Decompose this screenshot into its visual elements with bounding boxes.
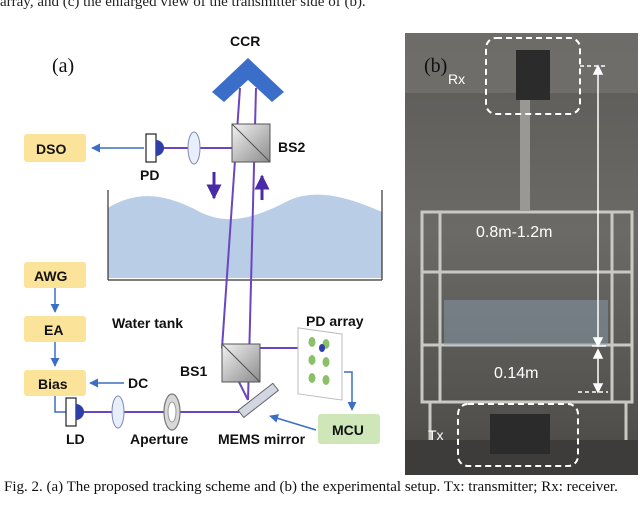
distance-long-label: 0.8m-1.2m xyxy=(476,224,552,241)
pd-array-label: PD array xyxy=(306,313,364,329)
dso-box: DSO xyxy=(24,134,86,162)
pd-array: PD array xyxy=(297,313,364,401)
mems-mirror-label: MEMS mirror xyxy=(218,431,306,447)
aperture: Aperture xyxy=(130,393,189,447)
bs2-splitter: BS2 xyxy=(231,123,305,163)
figure-caption: Fig. 2. (a) The proposed tracking scheme… xyxy=(4,479,618,495)
awg-label: AWG xyxy=(34,268,68,284)
panel-b: Rx Tx 0.8m-1.2m 0.14m (b) xyxy=(405,33,638,475)
water-tank-label: Water tank xyxy=(112,315,183,331)
rx-label: Rx xyxy=(448,71,465,87)
distance-markers xyxy=(578,64,608,394)
bias-box: Bias xyxy=(24,370,86,396)
bias-label: Bias xyxy=(38,376,68,392)
mems-mirror: MEMS mirror xyxy=(218,382,306,447)
pd-label: PD xyxy=(140,167,159,183)
pd-array-cells xyxy=(308,337,330,385)
aperture-label: Aperture xyxy=(130,431,189,447)
bs2-label: BS2 xyxy=(278,139,305,155)
pd-detector: PD xyxy=(140,133,164,183)
dc-label: DC xyxy=(128,375,148,391)
tx-device xyxy=(490,414,550,454)
tx-label: Tx xyxy=(428,427,444,443)
water-tank: Water tank xyxy=(107,190,383,331)
mcu-box: MCU xyxy=(318,414,380,444)
ea-label: EA xyxy=(44,322,63,338)
ld-laser-diode: LD xyxy=(65,397,85,447)
panel-b-label: (b) xyxy=(424,55,447,77)
ccr-reflector: CCR xyxy=(212,33,284,102)
bs1-label: BS1 xyxy=(180,363,207,379)
top-caption-fragment: array, and (c) the enlarged view of the … xyxy=(0,0,366,10)
beam-direction-arrows xyxy=(206,172,270,200)
rx-device xyxy=(516,50,550,100)
ccr-label: CCR xyxy=(230,33,260,49)
panel-a-label: (a) xyxy=(52,55,74,77)
panel-a: (a) Water tank CCR xyxy=(24,33,383,447)
ld-label: LD xyxy=(66,431,85,447)
tx-dashed-box xyxy=(457,403,579,467)
figure-canvas: (a) Water tank CCR xyxy=(24,33,638,475)
dso-label: DSO xyxy=(36,141,66,157)
lens-ld xyxy=(111,395,125,429)
support-pole xyxy=(520,90,530,210)
bs1-splitter: BS1 xyxy=(180,343,261,383)
water-in-tank xyxy=(444,300,608,345)
ea-box: EA xyxy=(24,316,86,342)
distance-short-label: 0.14m xyxy=(494,365,538,382)
mcu-label: MCU xyxy=(332,422,364,438)
lens-pd xyxy=(187,131,201,165)
tank-frame xyxy=(420,210,634,460)
awg-box: AWG xyxy=(24,262,86,288)
